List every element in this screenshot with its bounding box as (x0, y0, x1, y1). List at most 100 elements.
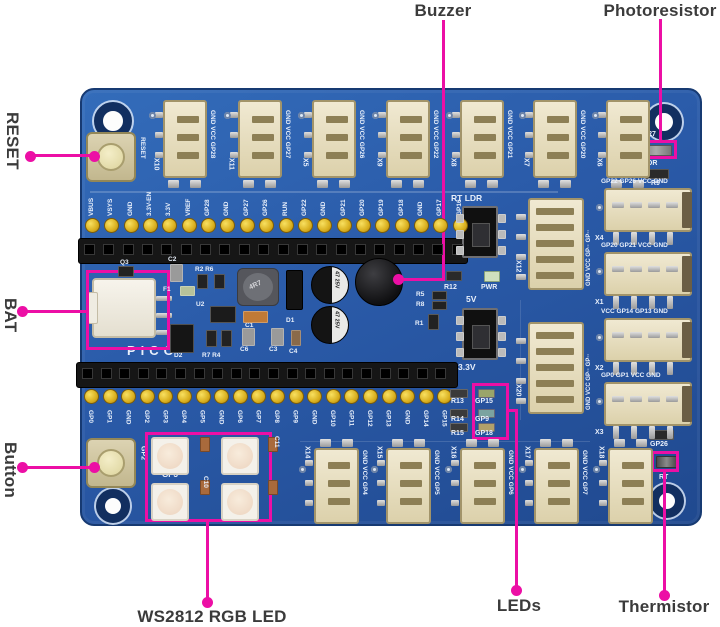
socket-hole-bottom (416, 368, 428, 379)
buzzer-callout-line-v (442, 20, 445, 281)
connector-pin (155, 112, 163, 118)
electrolytic-capacitor: 47 25V (311, 266, 349, 304)
connector-pinout-label: GND VCC GP27 (284, 110, 292, 159)
ws2812-callout-dot (202, 597, 213, 608)
socket-hole-bottom (379, 368, 391, 379)
connector-pin (612, 396, 624, 402)
connector-right (604, 318, 692, 362)
connector-slot (177, 116, 199, 123)
via (445, 466, 452, 473)
socket-hole-bottom (193, 368, 205, 379)
socket-hole-bottom (268, 368, 279, 379)
pin-label-bottom: GP12 (366, 410, 374, 427)
pin-bottom (251, 389, 267, 404)
pin-bottom (102, 389, 118, 404)
connector-pin (631, 232, 637, 245)
smd-component (456, 332, 464, 341)
connector-slot (328, 462, 350, 469)
connector-slot (400, 498, 422, 505)
grove-connector-bottom (608, 448, 653, 524)
pin-top (220, 218, 236, 233)
component-designator: R2 R6 (195, 266, 214, 273)
leds-callout-line-h (509, 409, 518, 412)
smd-component (432, 291, 447, 300)
connector-pin (613, 296, 619, 309)
button-callout-dot (89, 462, 100, 473)
socket-hole-bottom (137, 368, 149, 379)
socket-hole-top (374, 244, 386, 255)
bat-highlight-box (86, 270, 170, 350)
smd-component (498, 246, 506, 255)
socket-hole-top (316, 244, 328, 255)
pin-bottom (121, 389, 137, 404)
pin-top (355, 218, 371, 233)
connector-designator: X5 (301, 158, 309, 167)
thermistor-callout-dot (659, 590, 670, 601)
pin-label-bottom: GP3 (161, 410, 169, 424)
connector-pin (305, 460, 313, 466)
power-select-slide-switch (462, 308, 498, 360)
component-designator: C11 (273, 436, 281, 448)
via (596, 268, 603, 275)
capacitor-smd (268, 480, 278, 495)
connector-pad (636, 439, 647, 447)
smd-component (197, 274, 208, 289)
capacitor-smd (200, 437, 210, 452)
smd-component (428, 314, 439, 330)
via (596, 334, 603, 341)
connector-designator: X2 (595, 365, 604, 372)
socket-hole-bottom (82, 368, 93, 379)
switch-knob (472, 223, 490, 247)
pin-label-top: GND (126, 201, 134, 216)
smd-component (456, 246, 464, 255)
connector-pad (488, 439, 499, 447)
connector-pin (451, 480, 459, 486)
ws2812-led (151, 483, 189, 521)
connector-pad (611, 180, 622, 188)
connector-slot (400, 152, 422, 159)
connector-pin (649, 426, 655, 439)
socket-hole-top (122, 244, 134, 255)
connector-pin (525, 152, 533, 158)
connector-pinout-label: GND VCC GP5 (433, 450, 441, 495)
connector-pin (451, 460, 459, 466)
connector-slot (536, 380, 574, 387)
pin-label-bottom: GP4 (180, 410, 188, 424)
pin-bottom (344, 389, 360, 404)
via (446, 112, 453, 119)
socket-hole-bottom (398, 368, 410, 379)
reset-button-cap (97, 143, 125, 171)
smd-component (291, 330, 301, 346)
mounting-hole-bottom-right (650, 484, 684, 518)
connector-slot (536, 224, 574, 231)
socket-hole-bottom (305, 368, 317, 379)
ldr-silkscreen: LDR (643, 160, 658, 167)
pin-top (85, 218, 100, 233)
thermistor-highlight-box (651, 451, 679, 472)
connector-pinout-label: GP0 GP1 VCC GND (601, 372, 661, 379)
pin-label-bottom: GP10 (328, 410, 336, 427)
pin-top (162, 218, 178, 233)
pin-label-top: VBUS (88, 197, 95, 216)
connector-pin (230, 152, 238, 158)
pcb-trace (300, 441, 590, 442)
rt-ldr-switch-label: RT LDR (451, 193, 483, 203)
reset-label: RESET (2, 112, 22, 170)
pin-label-bottom: GP1 (105, 410, 113, 424)
pin-bottom (232, 389, 248, 404)
connector-designator: X4 (595, 235, 604, 242)
smd-component (498, 348, 506, 357)
connector-pinout-label: GND VCC GP·· GP·· (586, 229, 592, 286)
connector-pin (612, 266, 624, 272)
pico-silkscreen: PICO (127, 343, 179, 358)
connector-slot (536, 364, 574, 371)
buzzer-callout-line-h (401, 278, 445, 281)
connector-pin (516, 378, 526, 384)
pin-top (259, 218, 275, 233)
pin-top (143, 218, 159, 233)
pin-label-bottom: GP8 (273, 410, 281, 424)
connector-slot (400, 462, 422, 469)
battery-connector-pin (156, 313, 172, 318)
via (519, 466, 526, 473)
connector-pin (598, 152, 606, 158)
